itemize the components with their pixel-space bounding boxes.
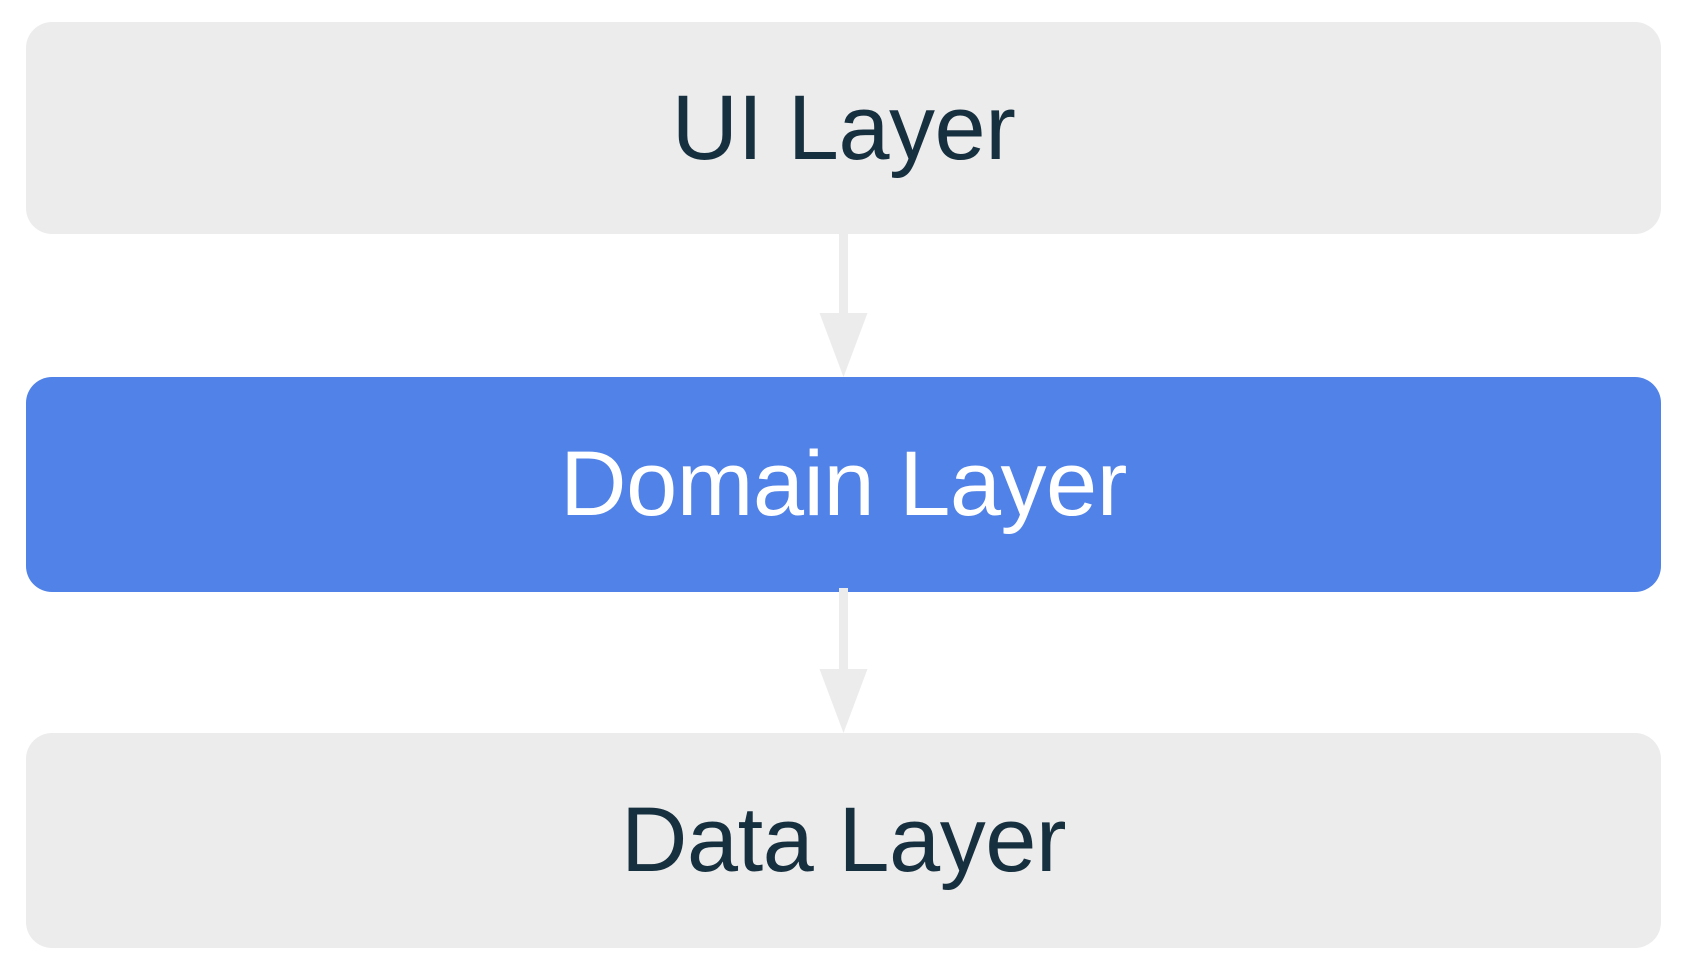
arrow-domain-to-data-icon [819, 588, 868, 733]
node-data-layer[interactable]: Data Layer [26, 733, 1661, 948]
arrow-domain-to-data [0, 588, 1687, 738]
node-domain-layer[interactable]: Domain Layer [26, 377, 1661, 592]
node-data-layer-label: Data Layer [620, 789, 1067, 892]
node-ui-layer[interactable]: UI Layer [26, 22, 1661, 234]
arrow-ui-to-domain-icon [819, 230, 868, 377]
arrow-ui-to-domain [0, 230, 1687, 382]
node-domain-layer-label: Domain Layer [560, 433, 1127, 536]
node-ui-layer-label: UI Layer [671, 76, 1016, 179]
